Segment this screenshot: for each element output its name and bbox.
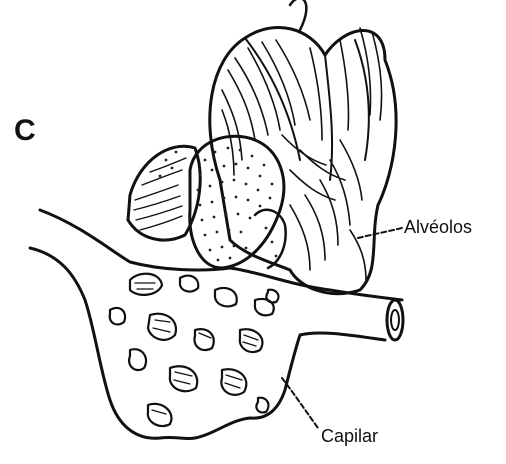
alveolar-sac [210,0,396,294]
panel-letter: C [14,114,36,148]
dotted-lobe [159,136,286,268]
capilar-leader-line [282,378,318,428]
alveolos-leader-line [358,228,402,238]
alveolos-label: Alvéolos [404,217,472,238]
capillary-network [30,210,403,439]
capilar-label: Capilar [321,426,378,447]
